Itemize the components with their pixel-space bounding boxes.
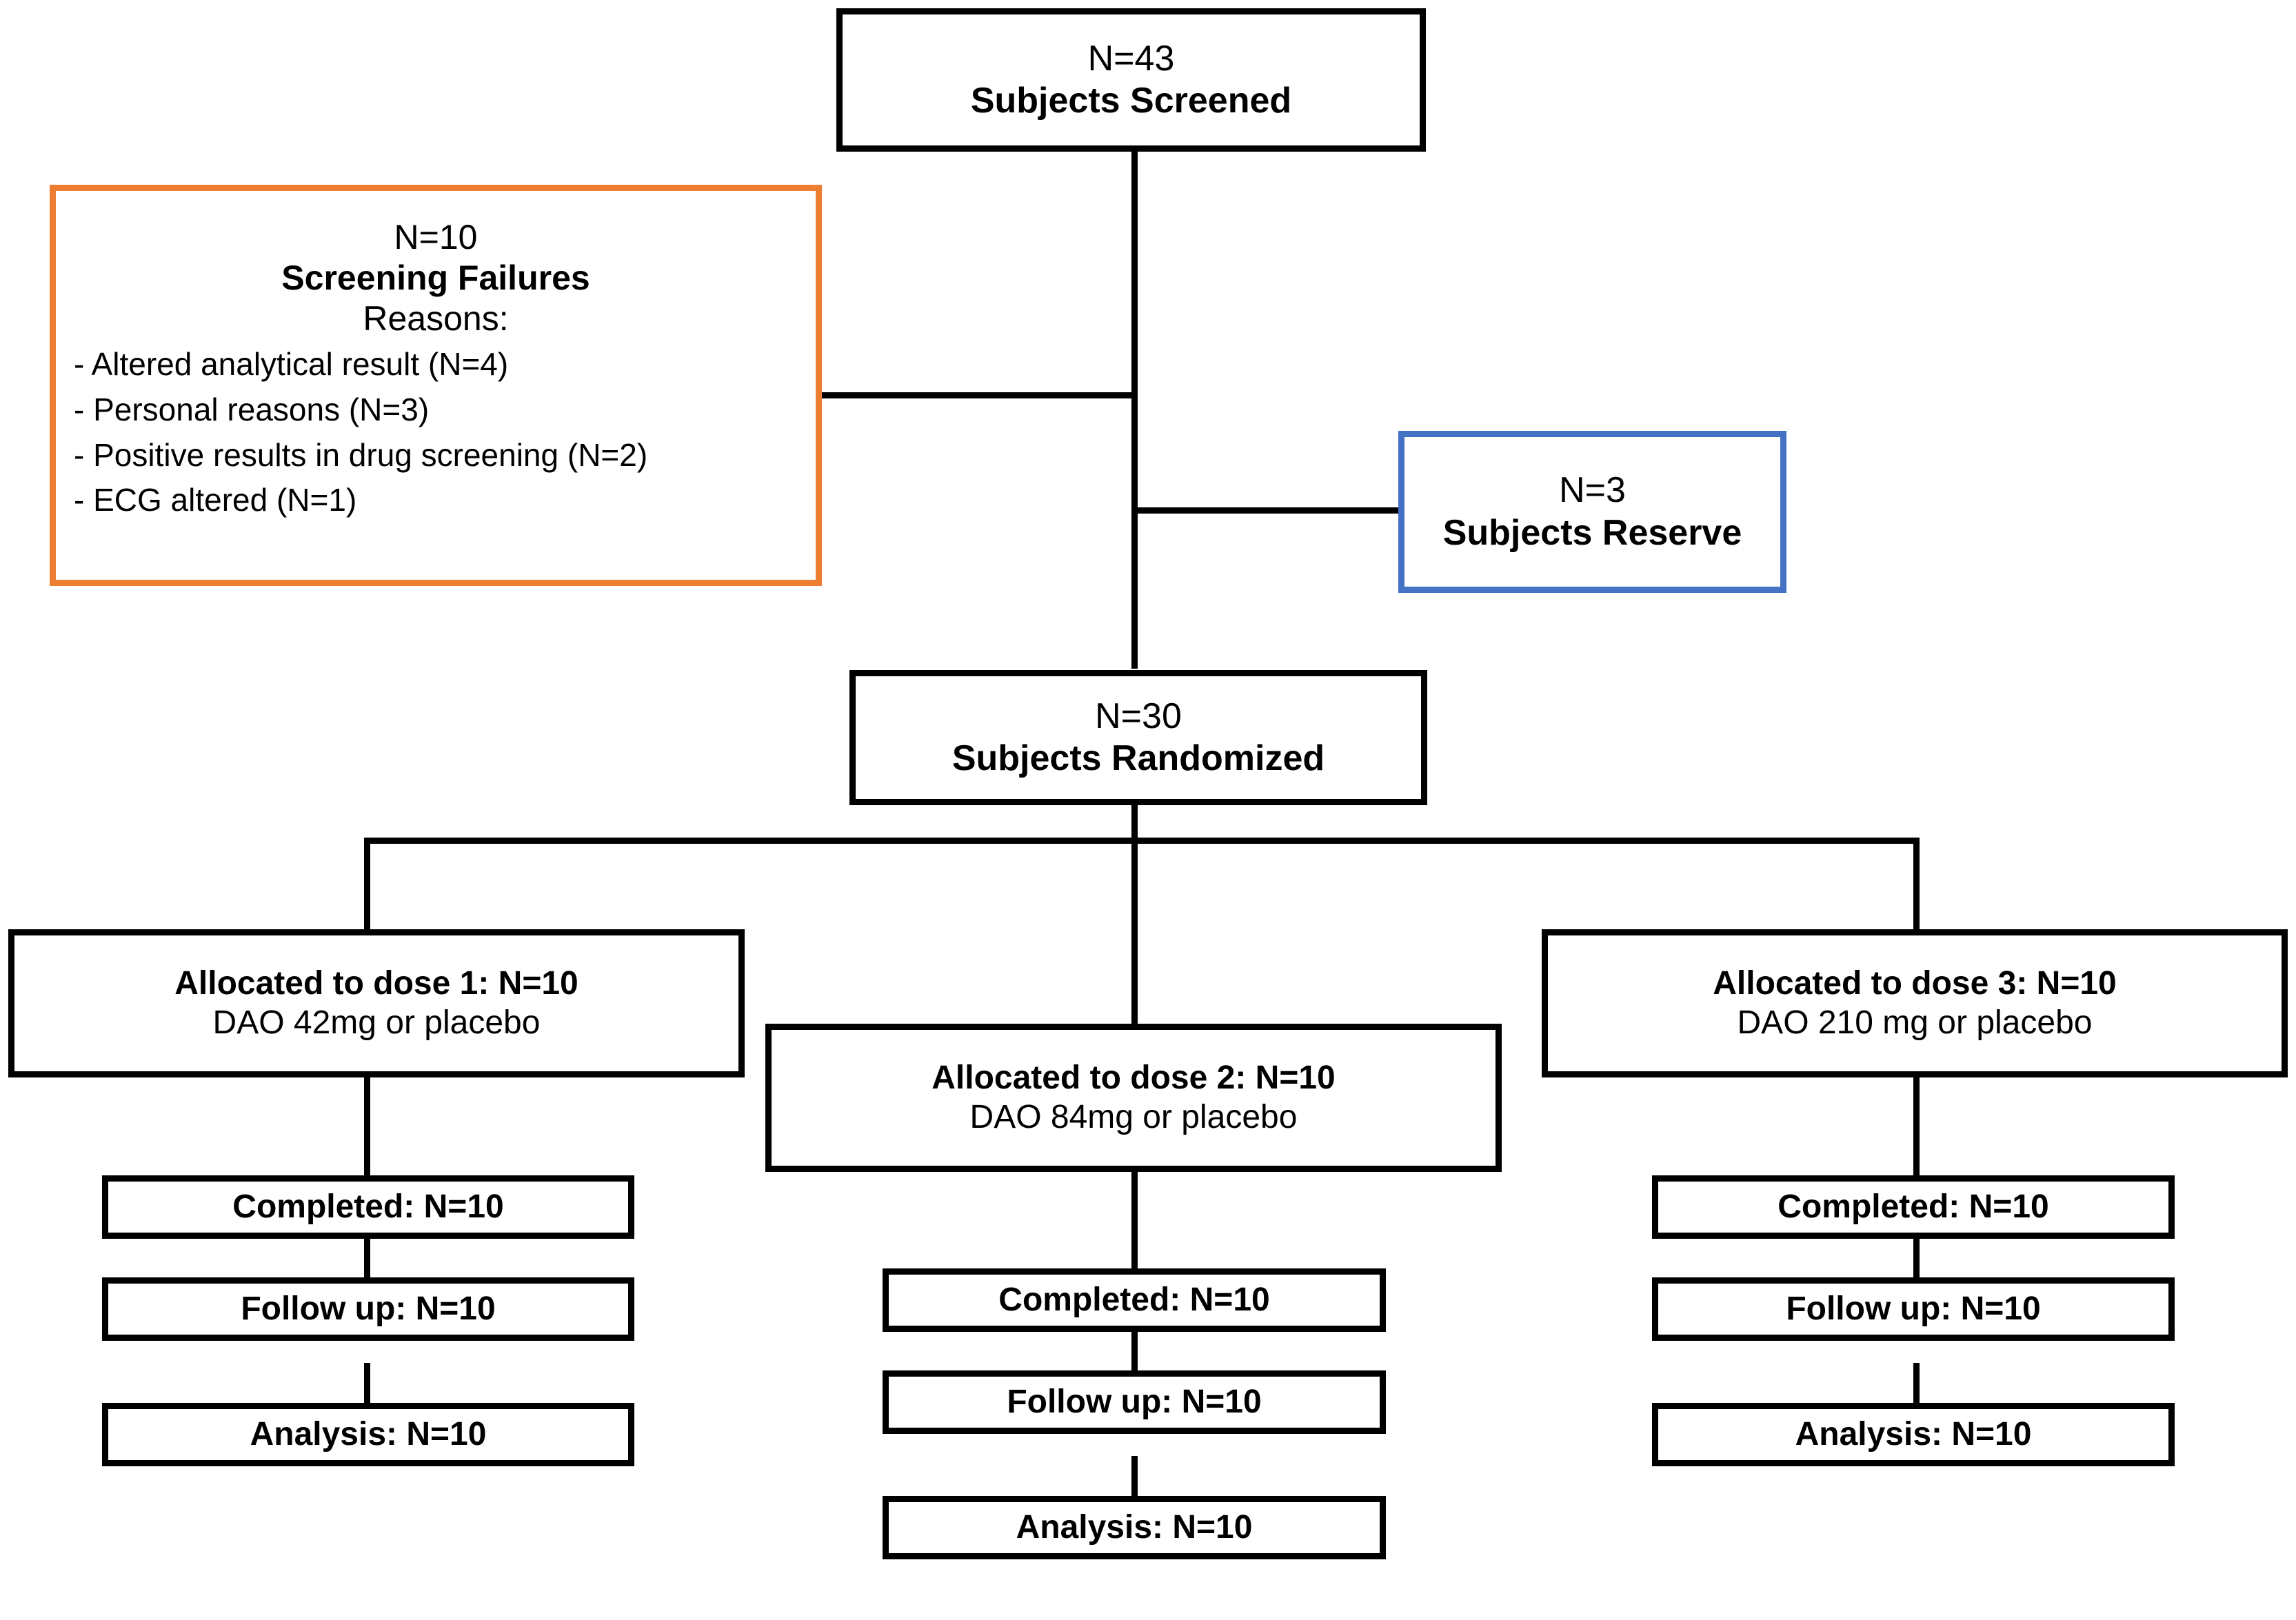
- allocated-dose-1-detail: DAO 42mg or placebo: [212, 1004, 541, 1041]
- connector-to-subjects-reserve: [1131, 507, 1400, 514]
- allocated-dose-3-detail: DAO 210 mg or placebo: [1737, 1004, 2093, 1041]
- screening-failures-count: N=10: [394, 218, 478, 256]
- connector-dose-2-completed-to-followup: [1131, 1330, 1138, 1372]
- dose-2-followup-label: Follow up: N=10: [1007, 1383, 1262, 1420]
- list-item: - ECG altered (N=1): [74, 482, 357, 518]
- node-dose-3-analysis: Analysis: N=10: [1652, 1403, 2175, 1466]
- node-dose-2-followup: Follow up: N=10: [883, 1370, 1386, 1434]
- connector-dose-3-alloc-to-completed: [1913, 1075, 1920, 1177]
- connector-drop-dose-2: [1131, 838, 1138, 1028]
- connector-dose-3-followup-to-analysis: [1913, 1363, 1920, 1406]
- connector-dose-1-completed-to-followup: [364, 1237, 370, 1279]
- node-dose-1-completed: Completed: N=10: [102, 1175, 634, 1239]
- connector-screened-to-randomized: [1131, 145, 1138, 669]
- screening-failures-reasons-label: Reasons:: [363, 299, 509, 338]
- node-dose-2-analysis: Analysis: N=10: [883, 1496, 1386, 1559]
- subjects-screened-count: N=43: [1087, 38, 1175, 79]
- dose-1-followup-label: Follow up: N=10: [241, 1290, 496, 1327]
- dose-1-completed-label: Completed: N=10: [232, 1188, 504, 1225]
- screening-failures-title: Screening Failures: [281, 259, 590, 297]
- node-allocated-dose-2: Allocated to dose 2: N=10 DAO 84mg or pl…: [765, 1024, 1502, 1172]
- screening-failures-reason-list: - Altered analytical result (N=4) - Pers…: [56, 342, 816, 523]
- dose-3-analysis-label: Analysis: N=10: [1795, 1415, 2032, 1452]
- connector-distributor-bar: [364, 838, 1920, 844]
- allocated-dose-2-title: Allocated to dose 2: N=10: [932, 1059, 1336, 1096]
- node-screening-failures: N=10 Screening Failures Reasons: - Alter…: [50, 185, 822, 586]
- connector-dose-1-followup-to-analysis: [364, 1363, 370, 1406]
- connector-randomized-down: [1131, 802, 1138, 843]
- node-subjects-randomized: N=30 Subjects Randomized: [849, 670, 1427, 805]
- dose-2-analysis-label: Analysis: N=10: [1016, 1508, 1253, 1546]
- connector-drop-dose-3: [1913, 838, 1920, 933]
- allocated-dose-2-detail: DAO 84mg or placebo: [969, 1098, 1298, 1135]
- connector-dose-3-completed-to-followup: [1913, 1237, 1920, 1279]
- allocated-dose-3-title: Allocated to dose 3: N=10: [1713, 964, 2117, 1002]
- node-allocated-dose-1: Allocated to dose 1: N=10 DAO 42mg or pl…: [8, 929, 745, 1077]
- node-dose-3-followup: Follow up: N=10: [1652, 1277, 2175, 1341]
- list-item: - Positive results in drug screening (N=…: [74, 436, 648, 473]
- subjects-reserve-title: Subjects Reserve: [1442, 512, 1742, 553]
- node-allocated-dose-3: Allocated to dose 3: N=10 DAO 210 mg or …: [1542, 929, 2288, 1077]
- connector-dose-2-followup-to-analysis: [1131, 1456, 1138, 1499]
- dose-3-followup-label: Follow up: N=10: [1786, 1290, 2041, 1327]
- subjects-reserve-count: N=3: [1559, 470, 1626, 511]
- dose-1-analysis-label: Analysis: N=10: [250, 1415, 487, 1452]
- list-item: - Altered analytical result (N=4): [74, 346, 509, 382]
- node-dose-2-completed: Completed: N=10: [883, 1268, 1386, 1332]
- connector-to-screening-failures: [822, 392, 1136, 398]
- dose-3-completed-label: Completed: N=10: [1778, 1188, 2049, 1225]
- node-dose-1-followup: Follow up: N=10: [102, 1277, 634, 1341]
- node-subjects-screened: N=43 Subjects Screened: [836, 8, 1426, 152]
- subjects-randomized-title: Subjects Randomized: [951, 738, 1325, 778]
- connector-dose-1-alloc-to-completed: [364, 1075, 370, 1177]
- node-subjects-reserve: N=3 Subjects Reserve: [1398, 431, 1786, 593]
- connector-dose-2-alloc-to-completed: [1131, 1168, 1138, 1270]
- connector-drop-dose-1: [364, 838, 370, 933]
- node-dose-3-completed: Completed: N=10: [1652, 1175, 2175, 1239]
- dose-2-completed-label: Completed: N=10: [998, 1281, 1270, 1318]
- subjects-randomized-count: N=30: [1095, 696, 1182, 736]
- allocated-dose-1-title: Allocated to dose 1: N=10: [174, 964, 578, 1002]
- node-dose-1-analysis: Analysis: N=10: [102, 1403, 634, 1466]
- list-item: - Personal reasons (N=3): [74, 391, 430, 427]
- subjects-screened-title: Subjects Screened: [970, 81, 1292, 121]
